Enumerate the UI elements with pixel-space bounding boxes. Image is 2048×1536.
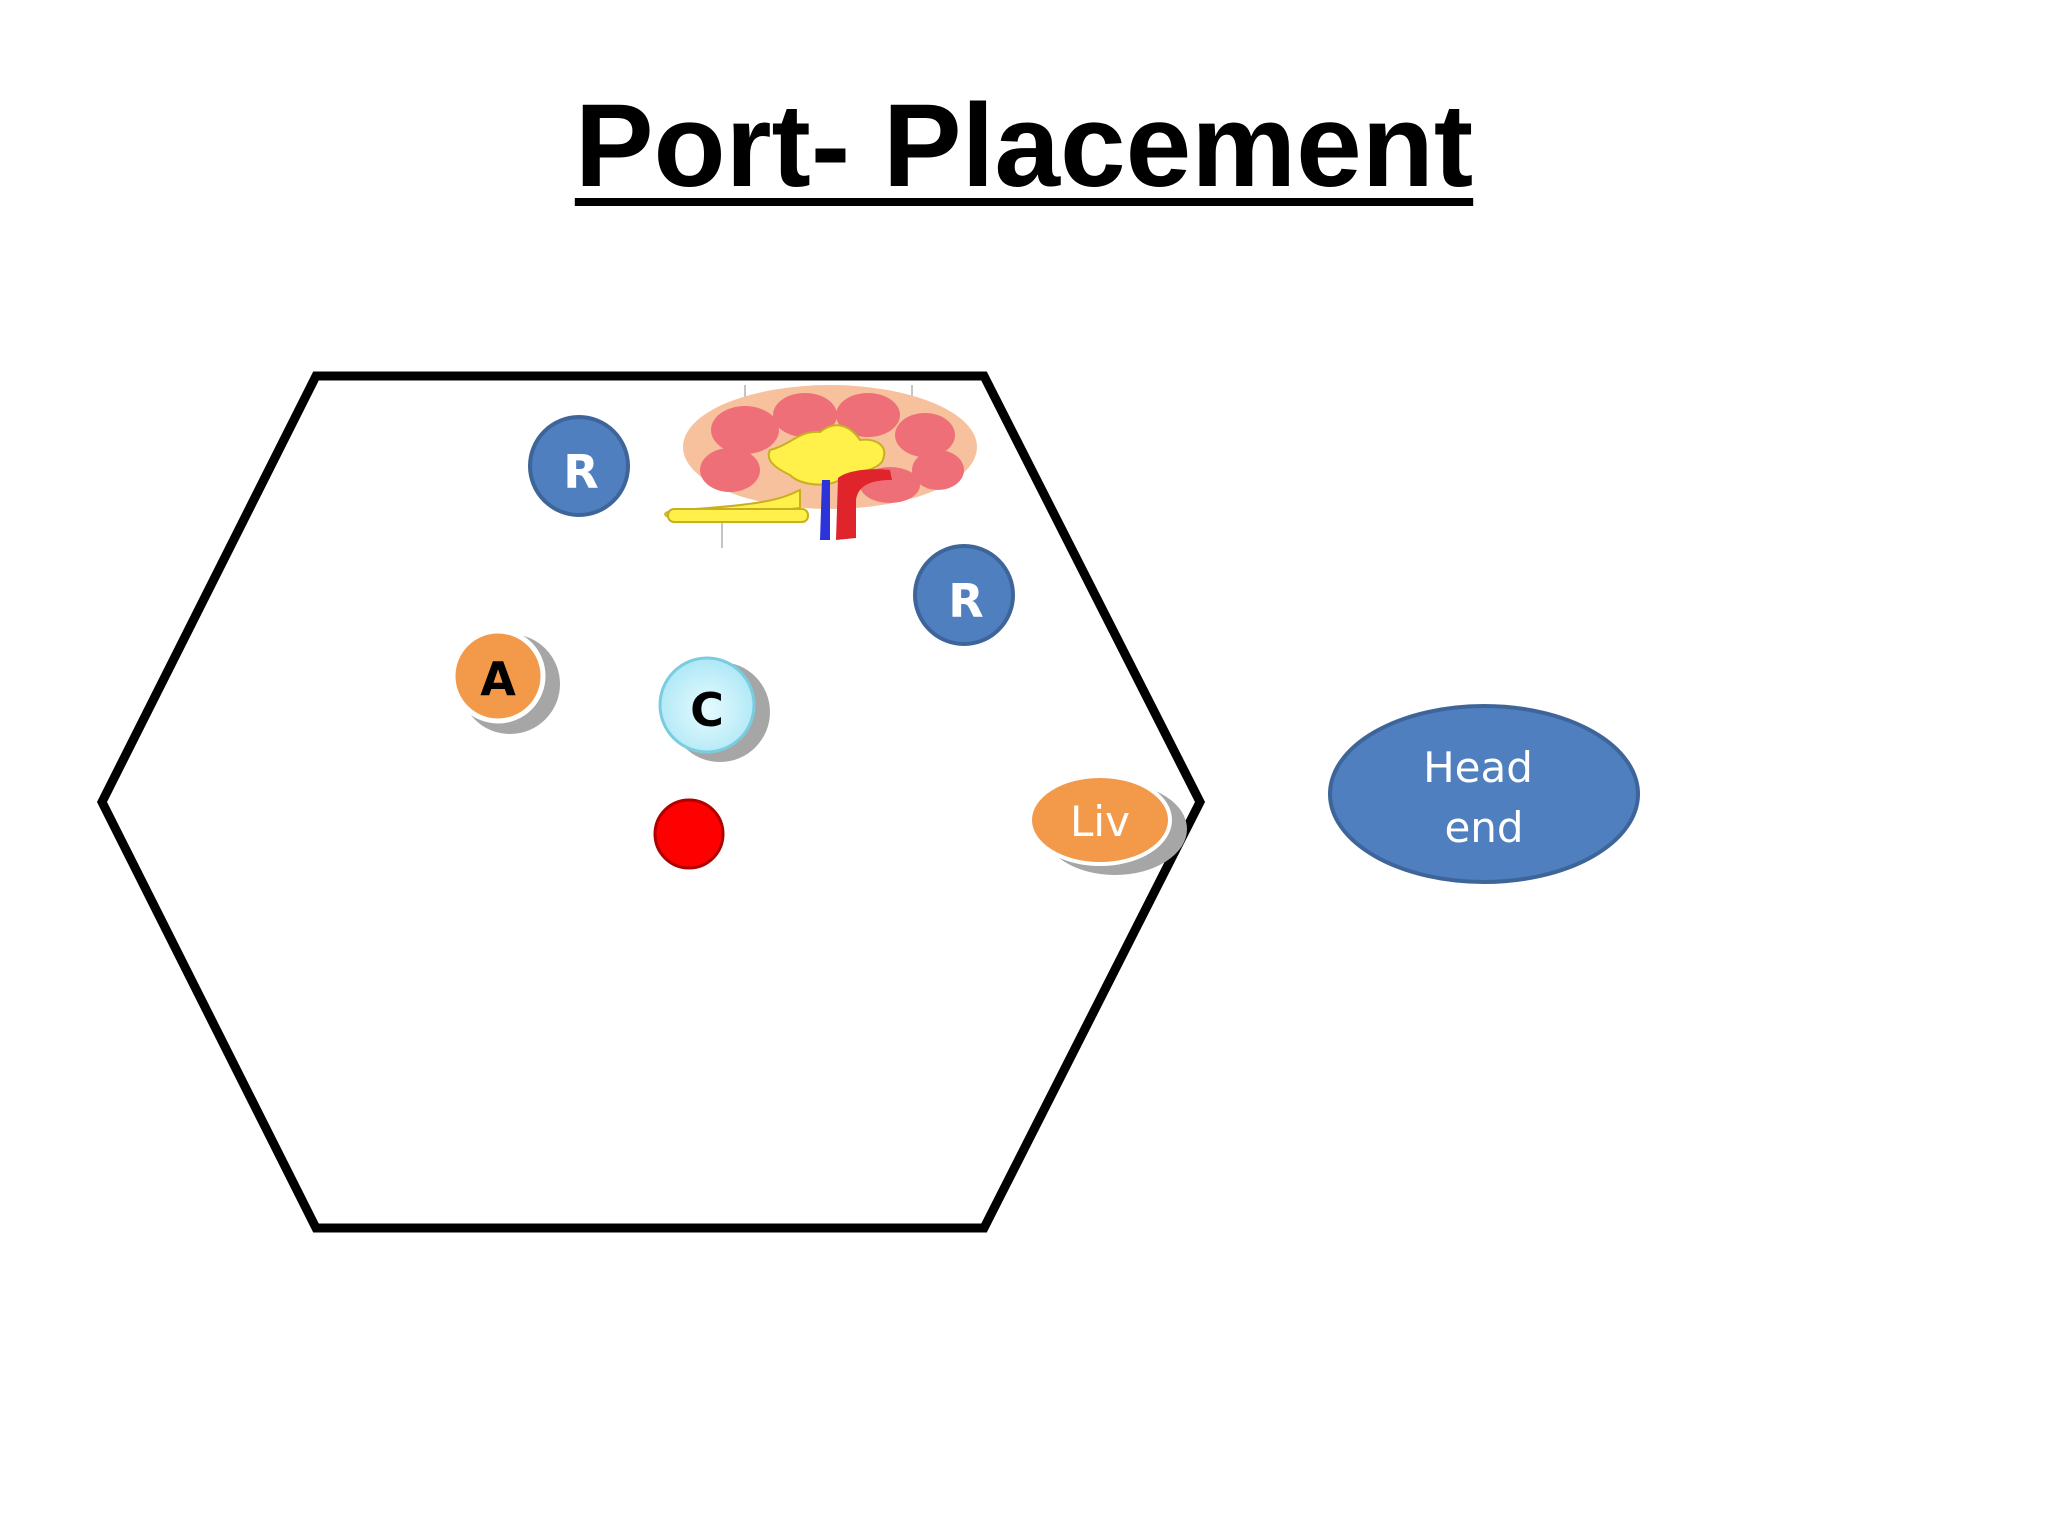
- robotic-port-1-label: R: [563, 445, 598, 499]
- camera-port-label: C: [690, 683, 724, 737]
- kidney-illustration-icon: [664, 385, 977, 548]
- umbilicus-marker-icon: [653, 798, 725, 870]
- camera-port: C: [658, 656, 770, 762]
- abdomen-outline: [96, 371, 1206, 1233]
- robotic-port-2-label: R: [948, 574, 983, 628]
- head-end-line1: Head: [1423, 743, 1533, 792]
- head-end-label: Head end: [1328, 704, 1640, 884]
- assistant-port-label: A: [480, 652, 516, 706]
- robotic-port-2: R: [913, 544, 1015, 646]
- liver-retractor-port-label: Liv: [1070, 797, 1130, 846]
- liver-retractor-port: Liv: [1028, 774, 1187, 875]
- head-end-line2: end: [1444, 803, 1523, 852]
- robotic-port-1: R: [528, 415, 630, 517]
- slide-title: Port- Placement: [574, 80, 1474, 212]
- assistant-port: A: [450, 628, 560, 734]
